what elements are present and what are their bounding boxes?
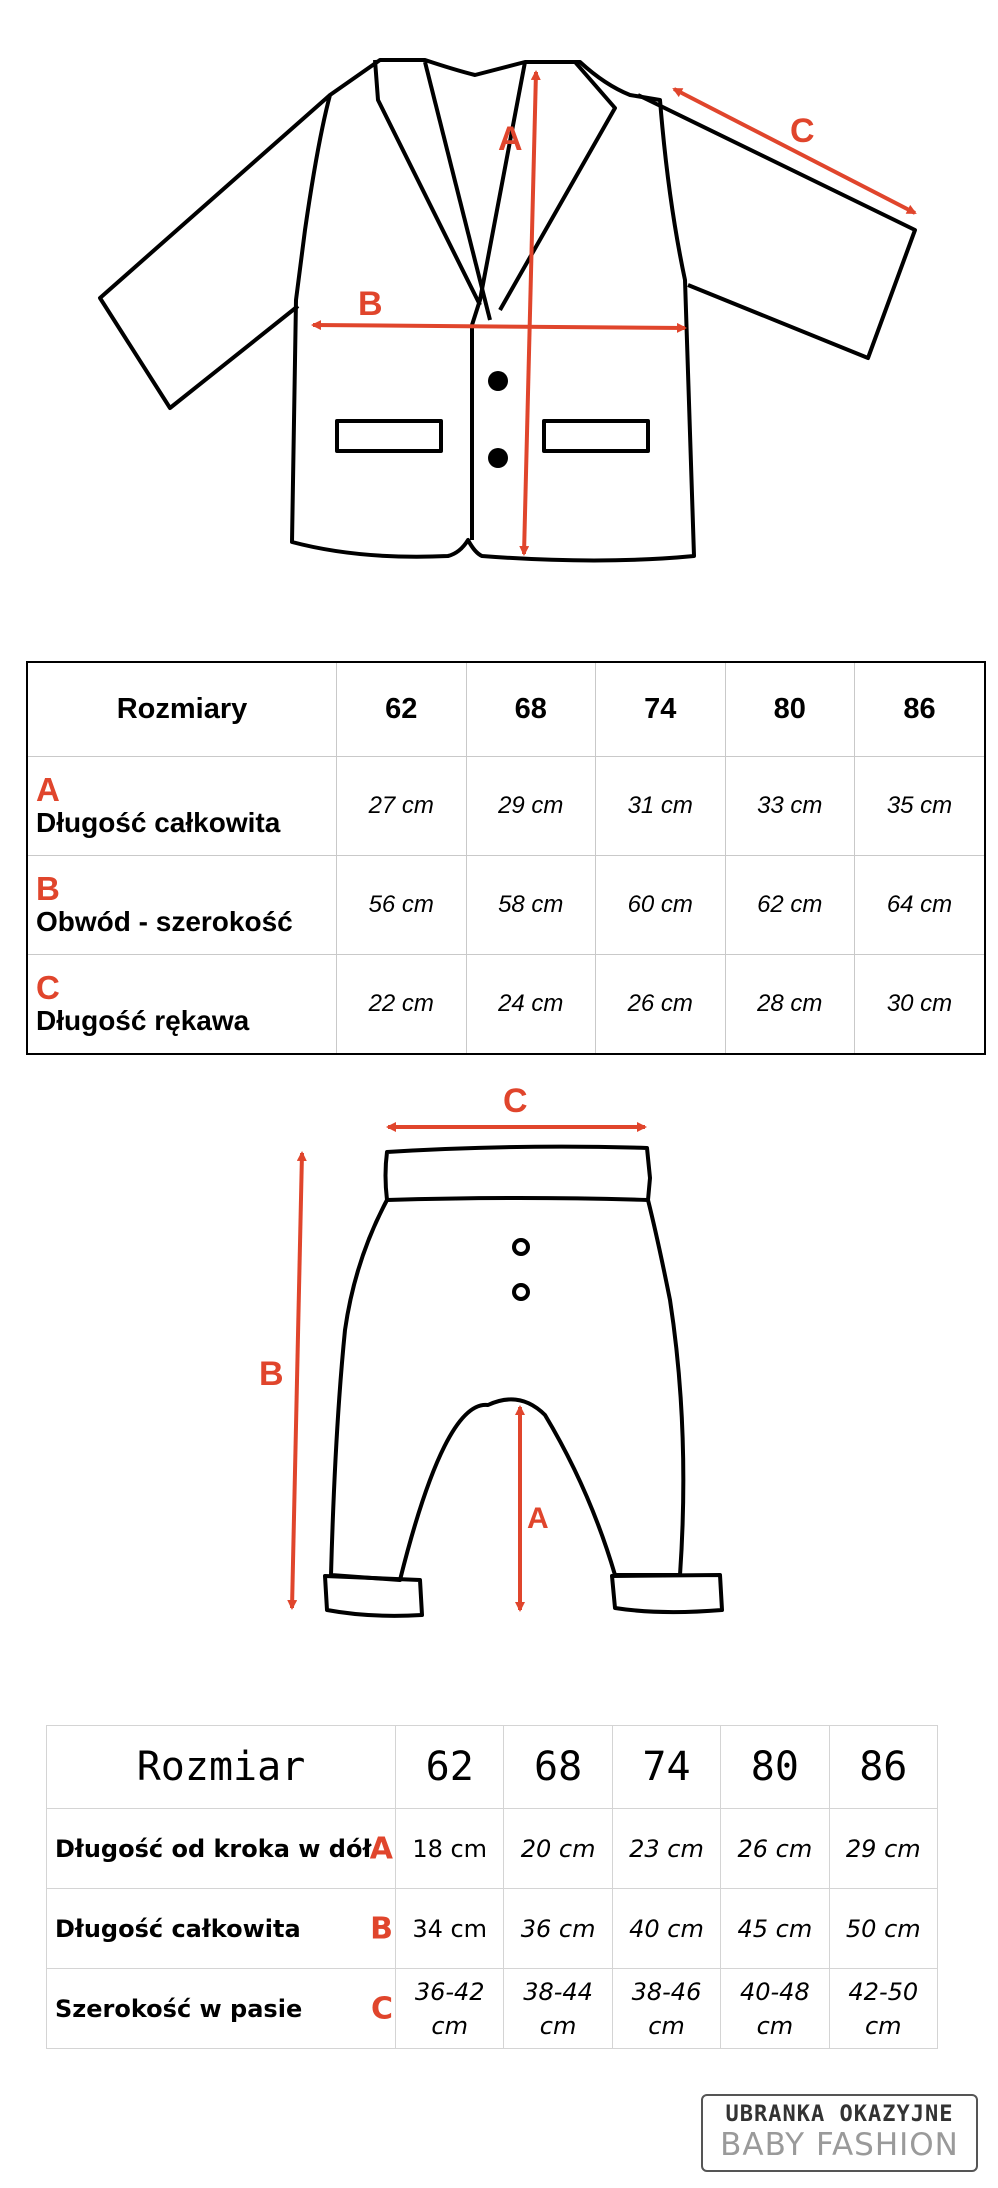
table-row: Długość całkowita B 34 cm 36 cm 40 cm 45… bbox=[46, 1888, 939, 1969]
table-cell: 26 cm bbox=[720, 1808, 830, 1889]
row-label: C Długość rękawa bbox=[26, 954, 337, 1055]
table-cell: 62 cm bbox=[724, 855, 855, 955]
table-cell: 64 cm bbox=[854, 855, 986, 955]
pants-measure-arrows bbox=[287, 1122, 647, 1612]
table-cell: 36-42 cm bbox=[394, 1968, 505, 2049]
table-cell: 34 cm bbox=[394, 1888, 505, 1969]
table-cell: 31 cm bbox=[595, 756, 726, 856]
table-cell: 22 cm bbox=[336, 954, 467, 1055]
header-cell: Rozmiary bbox=[26, 661, 337, 757]
jacket-label-c: C bbox=[790, 112, 815, 150]
logo-line-2: BABY FASHION bbox=[720, 2127, 959, 2163]
jacket-diagram: A B C bbox=[98, 58, 917, 563]
row-description: Długość od kroka w dół bbox=[55, 1834, 372, 1863]
table-header-row: Rozmiary 62 68 74 80 86 bbox=[26, 661, 986, 757]
logo-line-1: UBRANKA OKAZYJNE bbox=[725, 2102, 954, 2127]
row-letter: B bbox=[370, 1911, 393, 1946]
pants-label-c: C bbox=[503, 1082, 528, 1120]
row-letter: C bbox=[36, 969, 60, 1006]
table-cell: 30 cm bbox=[854, 954, 986, 1055]
table-cell: 42-50 cm bbox=[828, 1968, 939, 2049]
header-cell: 80 bbox=[724, 661, 855, 757]
table-cell: 58 cm bbox=[465, 855, 596, 955]
table-cell: 26 cm bbox=[595, 954, 726, 1055]
row-description: Szerokość w pasie bbox=[55, 1994, 303, 2023]
table-cell: 29 cm bbox=[465, 756, 596, 856]
header-cell: 68 bbox=[465, 661, 596, 757]
table-cell: 50 cm bbox=[828, 1888, 939, 1969]
table-cell: 36 cm bbox=[503, 1888, 613, 1969]
header-cell: 86 bbox=[828, 1725, 939, 1809]
table-cell: 20 cm bbox=[503, 1808, 613, 1889]
header-cell: 80 bbox=[720, 1725, 830, 1809]
row-label: A Długość całkowita bbox=[26, 756, 337, 856]
header-cell: 62 bbox=[336, 661, 467, 757]
row-label: Szerokość w pasie C bbox=[46, 1968, 396, 2049]
table-cell: 38-44 cm bbox=[503, 1968, 613, 2049]
pants-label-a: A bbox=[527, 1502, 549, 1535]
table-cell: 60 cm bbox=[595, 855, 726, 955]
table-cell: 24 cm bbox=[465, 954, 596, 1055]
table-cell: 23 cm bbox=[611, 1808, 722, 1889]
row-description: Długość całkowita bbox=[55, 1914, 301, 1943]
table-row: Szerokość w pasie C 36-42 cm 38-44 cm 38… bbox=[46, 1968, 939, 2049]
table-cell: 35 cm bbox=[854, 756, 986, 856]
table-row: Długość od kroka w dół A 18 cm 20 cm 23 … bbox=[46, 1808, 939, 1889]
row-label: Długość od kroka w dół A bbox=[46, 1808, 396, 1889]
pants-size-table: Rozmiar 62 68 74 80 86 Długość od kroka … bbox=[46, 1725, 939, 2049]
table-cell: 29 cm bbox=[828, 1808, 939, 1889]
table-cell: 33 cm bbox=[724, 756, 855, 856]
jacket-label-b: B bbox=[358, 285, 383, 323]
jacket-buttons bbox=[488, 371, 508, 468]
table-cell: 38-46 cm bbox=[611, 1968, 722, 2049]
table-cell: 40-48 cm bbox=[720, 1968, 830, 2049]
table-cell: 56 cm bbox=[336, 855, 467, 955]
row-letter: A bbox=[36, 771, 60, 808]
table-cell: 45 cm bbox=[720, 1888, 830, 1969]
row-letter: A bbox=[369, 1831, 393, 1866]
header-cell: 68 bbox=[503, 1725, 613, 1809]
table-header-row: Rozmiar 62 68 74 80 86 bbox=[46, 1725, 939, 1809]
header-cell: 62 bbox=[394, 1725, 505, 1809]
table-cell: 27 cm bbox=[336, 756, 467, 856]
jacket-label-a: A bbox=[498, 120, 523, 158]
table-row: B Obwód - szerokość 56 cm 58 cm 60 cm 62… bbox=[26, 855, 986, 955]
header-cell: Rozmiar bbox=[46, 1725, 396, 1809]
pants-diagram: C B A bbox=[259, 1082, 724, 1618]
pants-label-b: B bbox=[259, 1355, 284, 1393]
header-cell: 74 bbox=[595, 661, 726, 757]
jacket-measure-arrows bbox=[311, 70, 917, 556]
row-label: B Obwód - szerokość bbox=[26, 855, 337, 955]
jacket-size-table: Rozmiary 62 68 74 80 86 A Długość całkow… bbox=[26, 661, 986, 1055]
pants-outline bbox=[323, 1144, 724, 1618]
row-description: Długość rękawa bbox=[36, 1005, 250, 1036]
row-letter: B bbox=[36, 870, 60, 907]
header-cell: 74 bbox=[611, 1725, 722, 1809]
table-row: A Długość całkowita 27 cm 29 cm 31 cm 33… bbox=[26, 756, 986, 856]
table-row: C Długość rękawa 22 cm 24 cm 26 cm 28 cm… bbox=[26, 954, 986, 1055]
table-cell: 18 cm bbox=[394, 1808, 505, 1889]
row-label: Długość całkowita B bbox=[46, 1888, 396, 1969]
table-cell: 40 cm bbox=[611, 1888, 722, 1969]
pants-buttons bbox=[512, 1238, 530, 1301]
brand-logo: UBRANKA OKAZYJNE BABY FASHION bbox=[701, 2094, 978, 2172]
header-cell: 86 bbox=[854, 661, 986, 757]
row-description: Obwód - szerokość bbox=[36, 906, 293, 937]
row-letter: C bbox=[370, 1991, 393, 2026]
row-description: Długość całkowita bbox=[36, 807, 281, 838]
table-cell: 28 cm bbox=[724, 954, 855, 1055]
